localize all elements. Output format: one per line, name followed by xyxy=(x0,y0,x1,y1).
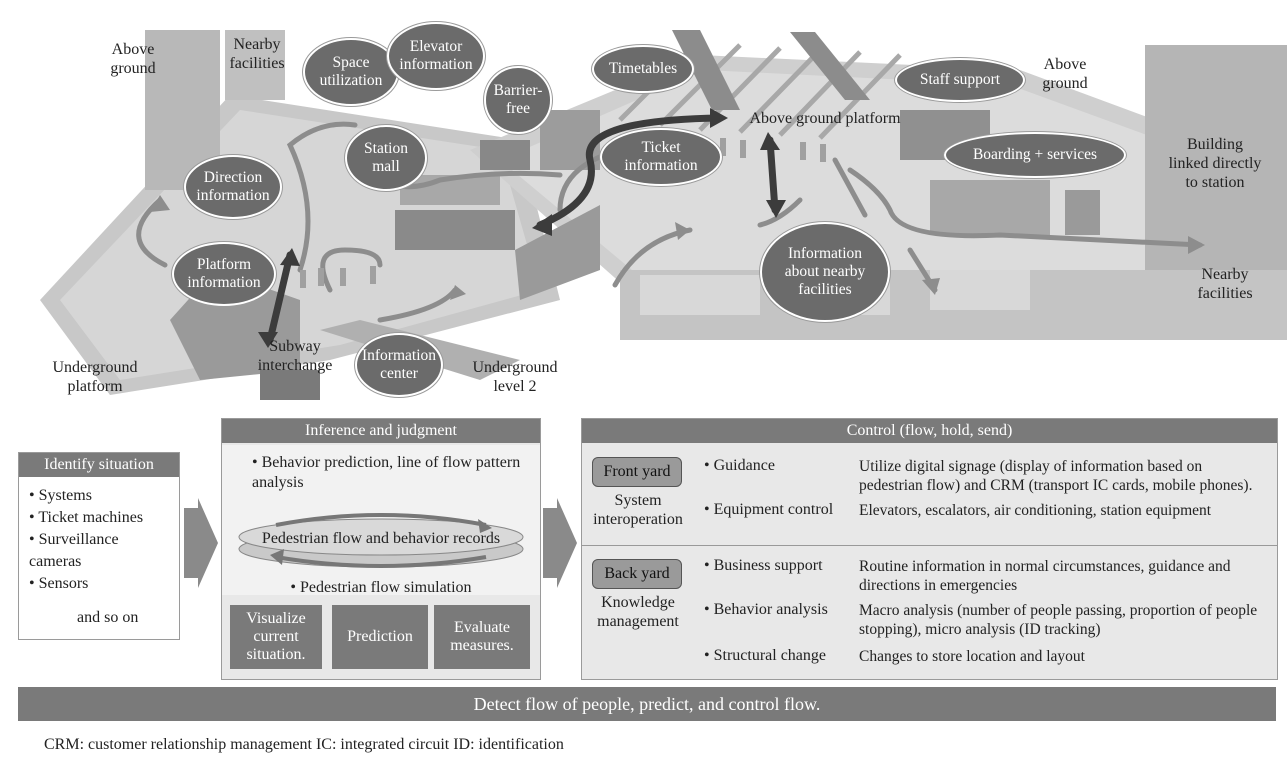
identify-item: Sensors xyxy=(29,573,179,595)
control-desc-behavior: Macro analysis (number of people passing… xyxy=(859,602,1258,638)
back-yard-sub: Knowledge management xyxy=(597,594,679,630)
station-scene xyxy=(40,30,1287,400)
bubble-station-mall: Station mall xyxy=(345,125,427,191)
label-subway-interchange: Subway interchange xyxy=(257,338,333,374)
label-nearby-facilities-right: Nearby facilities xyxy=(1197,266,1253,302)
simulation-text: • Pedestrian flow simulation xyxy=(290,579,472,596)
bubble-boarding-services: Boarding + services xyxy=(944,132,1126,178)
control-item-business: Business support xyxy=(704,557,823,575)
control-desc-guidance: Utilize digital signage (display of info… xyxy=(859,458,1253,494)
control-item-guidance: Guidance xyxy=(704,457,775,475)
sim-prediction-box: Prediction xyxy=(332,605,428,669)
records-label: Pedestrian flow and behavior records xyxy=(261,530,501,547)
records-disc xyxy=(238,513,524,568)
inference-panel: Inference and judgment • Behavior predic… xyxy=(221,418,541,680)
label-above-ground-platform: Above ground platform xyxy=(749,110,901,127)
label-above-ground-left: Above ground xyxy=(110,41,156,77)
control-desc-equipment: Elevators, escalators, air conditioning,… xyxy=(859,502,1212,519)
bubble-platform-information: Platform information xyxy=(172,242,276,306)
identify-item: Systems xyxy=(29,485,179,507)
identify-item: Surveillance cameras xyxy=(29,529,179,573)
control-panel: Control (flow, hold, send) Front yard Sy… xyxy=(581,418,1278,680)
station-illustration: Above ground Above ground Nearby facilit… xyxy=(40,22,1287,400)
control-divider xyxy=(582,545,1277,546)
bubble-barrier-free: Barrier- free xyxy=(484,66,552,134)
abbreviations-note: CRM: customer relationship management IC… xyxy=(44,736,564,753)
label-building-linked: Building linked directly to station xyxy=(1168,136,1262,191)
control-desc-business: Routine information in normal circumstan… xyxy=(859,558,1231,594)
bubble-information-center: Information center xyxy=(355,333,443,397)
control-item-equipment: Equipment control xyxy=(704,501,834,519)
inference-title: Inference and judgment xyxy=(222,419,540,443)
label-underground-platform: Underground platform xyxy=(52,359,138,395)
label-underground-level-2: Underground level 2 xyxy=(472,359,558,395)
bubble-direction-information: Direction information xyxy=(184,155,282,219)
bubble-ticket-information: Ticket information xyxy=(600,128,722,186)
identify-item: Ticket machines xyxy=(29,507,179,529)
control-title: Control (flow, hold, send) xyxy=(582,419,1277,443)
control-desc-structural: Changes to store location and layout xyxy=(859,648,1085,665)
front-yard-badge: Front yard xyxy=(592,457,682,487)
sim-visualize-box: Visualize current situation. xyxy=(230,605,322,669)
identify-list: Systems Ticket machines Surveillance cam… xyxy=(29,485,179,595)
bubble-space-utilization: Space utilization xyxy=(303,38,399,106)
bubble-timetables: Timetables xyxy=(592,45,694,93)
behavior-prediction-text: • Behavior prediction, line of flow patt… xyxy=(252,454,521,491)
identify-situation-panel: Identify situation Systems Ticket machin… xyxy=(18,452,180,640)
bubble-staff-support: Staff support xyxy=(895,58,1025,102)
label-above-ground-right: Above ground xyxy=(1042,56,1088,92)
arrow-to-control xyxy=(543,498,577,588)
identify-situation-title: Identify situation xyxy=(19,453,179,477)
control-item-structural: Structural change xyxy=(704,647,826,665)
bubble-information-nearby: Information about nearby facilities xyxy=(760,222,890,322)
sim-evaluate-box: Evaluate measures. xyxy=(434,605,530,669)
arrow-to-inference xyxy=(184,498,218,588)
label-nearby-facilities-top: Nearby facilities xyxy=(229,36,285,72)
back-yard-badge: Back yard xyxy=(592,559,682,589)
front-yard-sub: System interoperation xyxy=(593,492,683,528)
control-item-behavior: Behavior analysis xyxy=(704,601,828,619)
summary-bar: Detect flow of people, predict, and cont… xyxy=(18,687,1276,721)
bubble-elevator-information: Elevator information xyxy=(387,22,485,90)
identify-tail: and so on xyxy=(77,609,139,626)
